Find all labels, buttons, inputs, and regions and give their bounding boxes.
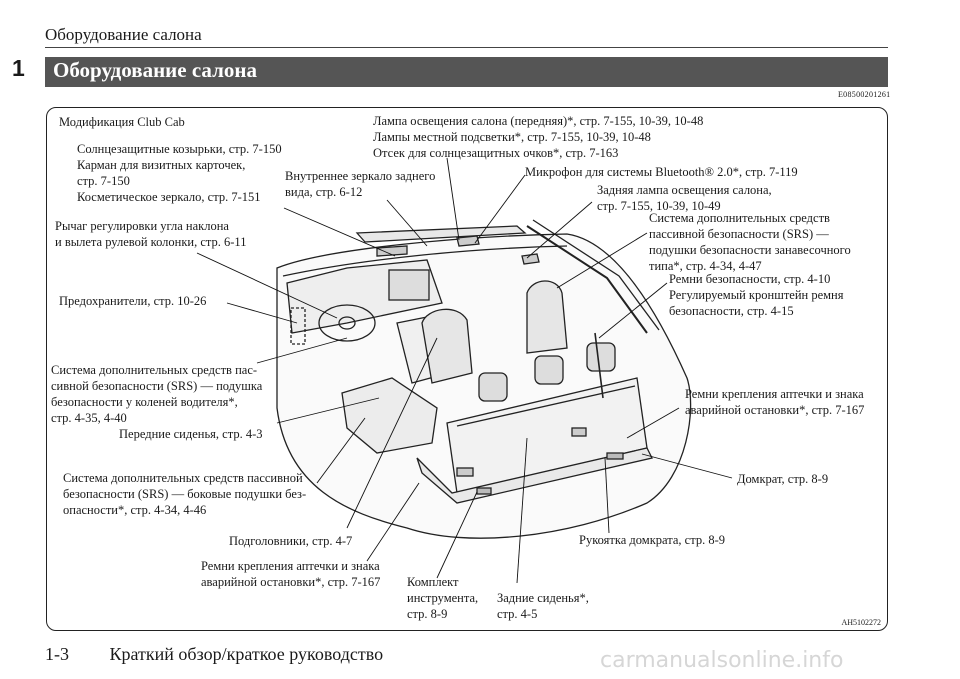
label-first-aid-right: Ремни крепления аптечки и знака аварийно… xyxy=(685,387,865,417)
label-mirror: Внутреннее зеркало заднего вида, стр. 6-… xyxy=(285,169,436,199)
interior-figure: Модификация Club Cab Солнцезащитные козы… xyxy=(46,107,888,631)
label-club-cab: Модификация Club Cab xyxy=(59,115,185,129)
label-seat-belts: Ремни безопасности, стр. 4-10 Регулируем… xyxy=(669,272,844,318)
label-jack: Домкрат, стр. 8-9 xyxy=(737,472,829,486)
label-side-srs: Система дополнительных средств пассивной… xyxy=(63,471,307,517)
label-tilt-lever: Рычаг регулировки угла наклона и вылета … xyxy=(55,219,247,249)
footer-title: Краткий обзор/краткое руководство xyxy=(109,644,384,664)
label-curtain-srs: Система дополнительных средств пассивной… xyxy=(649,211,851,273)
label-rear-lamp: Задняя лампа освещения салона, стр. 7-15… xyxy=(597,183,772,213)
label-knee-srs: Система дополнительных средств пас- сивн… xyxy=(51,363,263,425)
label-headrests: Подголовники, стр. 4-7 xyxy=(229,534,353,548)
label-jack-handle: Рукоятка домкрата, стр. 8-9 xyxy=(579,533,725,547)
chapter-number: 1 xyxy=(12,55,25,81)
label-fuses: Предохранители, стр. 10-26 xyxy=(59,294,207,308)
label-front-seats: Передние сиденья, стр. 4-3 xyxy=(119,427,263,441)
header-rule xyxy=(45,47,888,48)
running-header: Оборудование салона xyxy=(45,25,202,44)
label-microphone: Микрофон для системы Bluetooth® 2.0*, ст… xyxy=(525,165,798,179)
section-code: E08500201261 xyxy=(838,90,891,99)
section-title: Оборудование салона xyxy=(53,58,257,82)
page-footer: 1-3 Краткий обзор/краткое руководство xyxy=(45,644,383,665)
label-rear-seats: Задние сиденья*, стр. 4-5 xyxy=(497,591,589,621)
label-sun-visors: Солнцезащитные козырьки, стр. 7-150 Карм… xyxy=(77,142,282,204)
label-first-aid-left: Ремни крепления аптечки и знака аварийно… xyxy=(201,559,381,589)
label-front-lamps: Лампа освещения салона (передняя)*, стр.… xyxy=(373,114,704,160)
watermark: carmanualsonline.info xyxy=(600,648,844,673)
label-tool-kit: Комплект инструмента, стр. 8-9 xyxy=(407,575,479,621)
vehicle-interior-illustration xyxy=(196,157,733,584)
figure-code: AH5102272 xyxy=(841,618,881,627)
page-number: 1-3 xyxy=(45,644,69,664)
section-title-bar: Оборудование салона xyxy=(45,57,888,87)
